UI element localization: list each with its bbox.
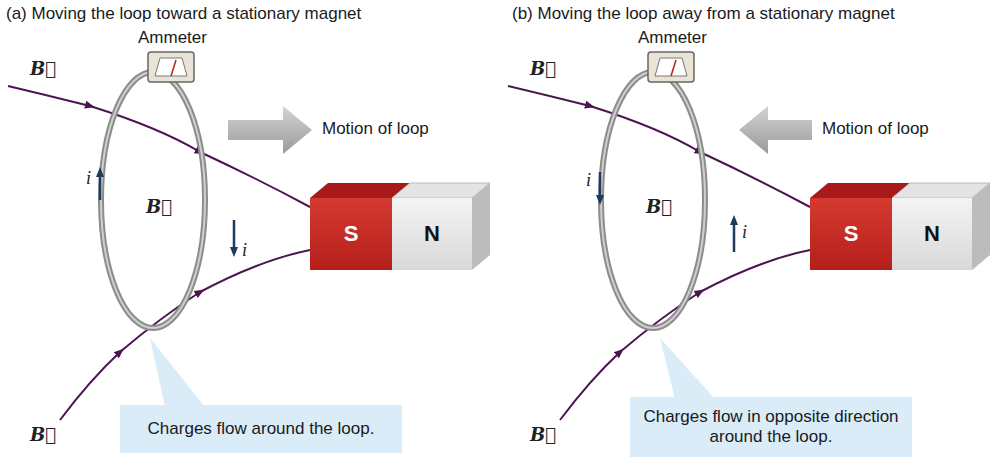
- field-symbol: B⃗: [30, 424, 56, 445]
- panel-heading: (b) Moving the loop away from a stationa…: [512, 4, 895, 24]
- panel-heading: (a) Moving the loop toward a stationary …: [6, 4, 361, 24]
- callout-box: Charges flow around the loop.: [120, 405, 402, 453]
- motion-label: Motion of loop: [822, 119, 929, 139]
- ammeter-label: Ammeter: [138, 28, 207, 48]
- field-symbol: B⃗: [646, 196, 672, 217]
- current-symbol: i: [742, 222, 747, 243]
- magnet-north-pole: N: [892, 198, 972, 270]
- callout-text: Charges flow around the loop.: [148, 419, 375, 439]
- field-symbol: B⃗: [30, 58, 56, 79]
- motion-label: Motion of loop: [322, 119, 429, 139]
- callout-box: Charges flow in opposite direction aroun…: [630, 397, 912, 457]
- pole-letter: N: [424, 221, 440, 247]
- current-symbol: i: [242, 240, 247, 261]
- magnet-south-pole: S: [810, 198, 892, 270]
- current-symbol: i: [86, 168, 91, 189]
- magnet-north-pole: N: [392, 198, 472, 270]
- pole-letter: S: [344, 221, 359, 247]
- pole-letter: S: [844, 221, 859, 247]
- field-symbol: B⃗: [146, 196, 172, 217]
- field-symbol: B⃗: [530, 58, 556, 79]
- current-symbol: i: [586, 170, 591, 191]
- ammeter-label: Ammeter: [638, 28, 707, 48]
- field-symbol: B⃗: [530, 424, 556, 445]
- pole-letter: N: [924, 221, 940, 247]
- callout-text: Charges flow in opposite direction aroun…: [638, 407, 904, 448]
- magnet-south-pole: S: [310, 198, 392, 270]
